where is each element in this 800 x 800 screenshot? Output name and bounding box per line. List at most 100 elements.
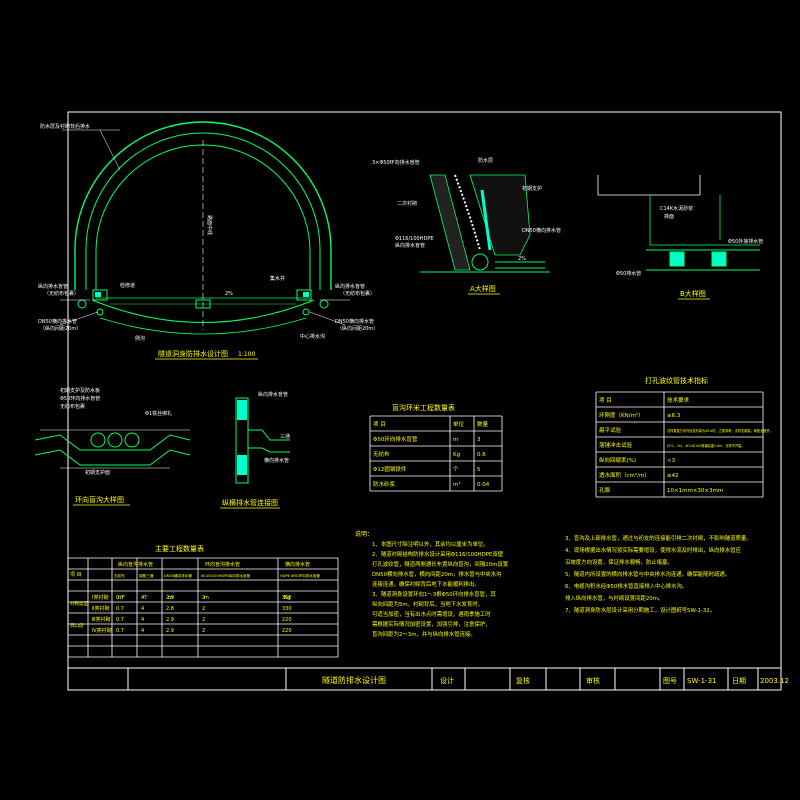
label-ditch: 中心排水沟	[300, 333, 325, 340]
qty-table-subheader: DN50横向排水管	[164, 573, 192, 578]
note-line: 3、盲沟及上部排水管，通过与初支的连接能引排二次衬砌，不影响隧道质量。	[565, 534, 752, 542]
tech-table-cell: <3	[667, 458, 676, 464]
qty-table-cell: 2.9	[166, 617, 174, 623]
qty-table-subheader: Φ116/100HDPE纵向排水盲管	[201, 573, 251, 578]
notes-left: 1、本图尺寸除注明以外，其余均以厘米为单位。 2、隧道衬砌结构防排水设计采用Φ11…	[372, 540, 509, 638]
ring-label5: 初期支护面	[85, 469, 110, 476]
detail-a-label6: DN50横向排水管	[522, 227, 561, 234]
detail-b-label3: Φ50排水管	[616, 270, 641, 277]
notes-heading: 说明：	[355, 530, 373, 538]
detail-a-label1: 3×Φ50环向排水盲管	[372, 159, 420, 166]
blind-table-cell: Φ50环向排水盲管	[373, 435, 418, 443]
tech-table-cell: 环刚度（KN/m²）	[599, 411, 644, 419]
note-line: 7、隧道洞身防水层设计采用分期施工，设计图纸号SW-1-32。	[565, 606, 715, 614]
blind-table-title: 盲沟环米工程数量表	[392, 403, 455, 412]
detail-a-label4: Φ116/100HDPE	[395, 236, 434, 242]
tech-table-cell: 落锤冲击试验	[599, 441, 633, 449]
label-dn50-right: DN50横向排水管	[335, 318, 374, 325]
title-drawing-no: SW-1-31	[687, 677, 717, 685]
detail-b-title: B大样图	[680, 289, 706, 298]
title-review-label: 复核	[516, 676, 530, 685]
qty-table-header: 横向排水管	[285, 561, 310, 568]
tech-table: 项 目技术要求环刚度（KN/m²）≥6.3扁平试验试样垂直方向外径变形量为40%…	[595, 391, 773, 498]
note-line: 需根据实际情况加密设置，加强引排，注意保护，	[372, 620, 491, 628]
qty-table-subheader: 无纺布	[114, 573, 125, 578]
qty-table-cell: 2	[202, 606, 205, 612]
note-line: 2、隧道衬砌结构防排水设计采用Φ116/100HDPE双壁	[372, 550, 504, 558]
blind-table-cell: Φ12圆钢铁件	[373, 465, 407, 473]
tech-table-header: 项 目	[599, 397, 612, 404]
label-side: 侧沟	[135, 335, 145, 342]
qty-table-cell: 4	[141, 595, 144, 601]
note-line: 4、现场根据出水情况按实际需要增设，使得水流及时排出，纵向排水管应	[565, 546, 742, 554]
qty-table-cell: 2.9	[166, 595, 174, 601]
blind-table-cell: 无纺布	[373, 450, 390, 458]
blind-table-cell: 0.04	[477, 482, 490, 488]
qty-table-unit: m	[204, 595, 209, 601]
qty-table-cell: Ⅱ类衬砌	[92, 605, 109, 612]
detail-b-label1: C14K水泥砂浆	[660, 205, 693, 212]
label-collector: 集水井	[270, 275, 285, 282]
qty-table-cell: 0.7	[116, 617, 124, 623]
title-date-label: 日期	[732, 677, 746, 685]
tunnel-section	[59, 121, 350, 335]
label-left-drain: 纵向排水盲管	[38, 283, 68, 290]
qty-table-cell: 2.8	[166, 606, 174, 612]
qty-table-group: 衬砌类型	[70, 600, 88, 607]
note-line: 沿坡度方向设置，保证排水顺畅，防止堵塞。	[565, 558, 673, 566]
qty-table-cell: Ⅲ类衬砌	[92, 616, 110, 623]
label-dn50-left: DN50横向排水管	[38, 318, 77, 325]
qty-table-cell: 0.7	[116, 606, 124, 612]
note-line: 5、隧道内所设置的横向排水管与中央排水沟连通，确保能随时疏通。	[565, 570, 730, 578]
qty-table-cell: 4	[141, 606, 144, 612]
tech-table-cell: 扁平试验	[599, 426, 622, 434]
label-slope: 2%	[225, 291, 233, 297]
note-line: 纵向间距为5m，衬砌背后，当地下水发育时，	[372, 600, 483, 608]
qty-table-unit: 个	[143, 595, 148, 601]
qty-table-unit: m²	[118, 595, 125, 601]
note-line: DN50横向排水管，横向间距20m，排水管与中央水沟	[372, 570, 502, 578]
label-left-drain-sub: （无纺布包裹）	[44, 290, 79, 297]
detail-a-label3: 初期支护	[522, 185, 542, 192]
qty-table-cell: 2.9	[166, 628, 174, 634]
note-line: 打孔波纹管，隧道两侧通长布置纵向盲沟，间隔20m设置	[372, 560, 509, 568]
note-line: 盲沟间距为2～3m，并与纵向排水管连接。	[372, 630, 476, 638]
title-drawing-name: 隧道防排水设计图	[322, 675, 386, 685]
blind-table-cell: 5	[477, 467, 481, 473]
note-line: 6、电缆沟积水经Φ50排水管直接排入中心排水沟。	[565, 582, 687, 590]
ring-label4: 无纺布包裹	[60, 403, 85, 410]
blind-table-header: 数量	[477, 420, 489, 428]
qty-table-cell: 220	[282, 617, 292, 623]
ring-label2: Φ50环向排水盲管	[60, 395, 100, 402]
detail-b-label4: Φ50外接排水管	[728, 238, 763, 245]
qty-table-cell: 220	[282, 628, 292, 634]
blind-table-cell: 0.6	[477, 452, 486, 458]
qty-table-subheader: HDPE Φ50环向排水盲管	[280, 573, 320, 578]
detail-a-drawing	[420, 174, 550, 273]
note-line: 可适当加密，当有出水点时需增设，遇雨季施工时	[372, 610, 491, 618]
qty-table-title: 主要工程数量表	[155, 544, 204, 553]
label-sidewalk: 检修道	[120, 282, 135, 289]
label-right-drain: 纵向排水盲管	[335, 283, 365, 290]
note-line: 3、隧道洞身设置环向1～3根Φ50环向排水盲管，其	[372, 590, 496, 598]
tech-table-cell: 10×1mm×30×3mm	[667, 488, 723, 494]
note-line: 1、本图尺寸除注明以外，其余均以厘米为单位。	[372, 540, 489, 548]
ring-label3: Φ1铁丝绑扎	[145, 410, 172, 417]
main-section-title: 隧道洞身防排水设计图	[158, 349, 228, 358]
detail-a-slope: 2%	[518, 256, 526, 262]
qty-table-cell: 2	[202, 617, 205, 623]
qty-table-header: 项 目	[70, 572, 82, 578]
tech-table-cell: (0℃，1h)，Φ116/100落锤高度1.6m，试样不开裂。	[667, 443, 745, 448]
qty-table-cell: 4	[141, 628, 144, 634]
qty-table-cell: Ⅳ类衬砌	[92, 627, 112, 634]
blind-table-header: 项 目	[373, 421, 386, 428]
tech-table-cell: ≥42	[667, 473, 679, 479]
qty-table-cell: 2	[202, 595, 205, 601]
detail-a-label5: 纵向排水盲管	[395, 242, 425, 249]
long-connection-drawing	[235, 397, 290, 484]
long-label1: 纵向排水盲管	[258, 391, 288, 398]
label-dn50-right-sub: （纵向间距20m）	[337, 325, 378, 332]
